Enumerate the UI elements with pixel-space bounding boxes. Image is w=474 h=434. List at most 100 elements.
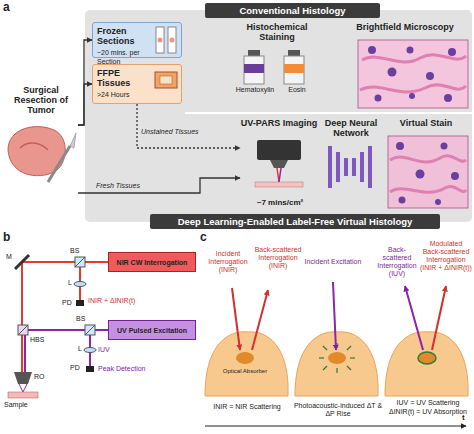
nucleus (375, 95, 382, 102)
scalpel-blade (70, 133, 76, 148)
scalpel-handle (48, 146, 70, 182)
section-header: Conventional Histology (205, 3, 380, 18)
tissue-cassette (155, 72, 177, 88)
optical-absorber (328, 352, 346, 364)
panel-background (85, 10, 472, 222)
panel-letter: a (3, 1, 15, 15)
mirror (15, 255, 29, 269)
node-title: Deep Neural Network (322, 118, 380, 138)
caption-note: Photoacoustic-induced ΔT & ΔP Rise (292, 402, 384, 418)
nucleus (441, 143, 448, 150)
bottle-cap (248, 50, 260, 56)
harmonic-beam-splitter (18, 325, 28, 335)
source-node: Surgical Resection of Tumor (4, 85, 78, 205)
node-title: Brightfield Microscopy (356, 22, 454, 32)
photodiode (76, 300, 84, 306)
backscatter-arrow (252, 290, 268, 350)
lens (84, 348, 96, 353)
node-title: FFPE Tissues (97, 68, 151, 88)
ray (319, 357, 324, 358)
paraffin-block (160, 76, 172, 84)
part-label: L (68, 279, 78, 287)
layer-bar (344, 158, 348, 176)
bottle-cap (288, 50, 300, 56)
nucleus (409, 93, 415, 99)
flow-arrow (78, 40, 92, 125)
process-step: UV-PARS Imaging (240, 118, 318, 196)
optical-absorber (236, 352, 254, 364)
part-label: Sample (4, 401, 40, 409)
part-label: L (78, 345, 88, 353)
nucleus (407, 47, 414, 54)
glass-slide (156, 27, 164, 53)
nucleus (448, 48, 456, 56)
edge-label: Fresh Tissues (96, 182, 196, 190)
node-title: Deep Learning-Enabled Label-Free Virtual… (178, 216, 413, 227)
sample-slide (8, 392, 38, 398)
optical-absorber (418, 352, 436, 364)
time-axis (205, 425, 466, 426)
beam-label: Incident Excitation (302, 258, 364, 266)
incident-arrow (232, 288, 240, 350)
excitation-arrow (333, 282, 336, 350)
section-spot (158, 38, 163, 43)
nucleus (399, 197, 406, 204)
image-frame (358, 40, 468, 108)
beam-splitter (75, 257, 85, 267)
tissue-streak (20, 143, 48, 150)
node-title: Conventional Histology (239, 5, 345, 16)
backscatter-arrow (405, 286, 423, 350)
flow-arrow (78, 178, 240, 193)
ray (323, 366, 327, 370)
panel-letter: b (3, 231, 15, 245)
node-title: UV Pulsed Excitation (117, 327, 187, 334)
brightfield-image (358, 40, 468, 108)
beam-label: Incident Interrogation (INIR) (203, 250, 253, 274)
nucleus (426, 72, 434, 80)
beam-label: Modulated Back-scattered Interrogation (… (420, 240, 472, 272)
laser-source-box: NIR CW Interrogation (108, 252, 196, 272)
part-label: PD (70, 364, 86, 372)
stroma (362, 55, 466, 62)
part-label: Optical Absorber (216, 368, 274, 375)
axis-label: t (462, 413, 472, 422)
layer-bar (328, 146, 332, 188)
ray (323, 346, 327, 350)
edge-label: Unstained Tissues (141, 128, 221, 136)
nucleus (416, 170, 425, 179)
flow-arrow (78, 84, 92, 125)
part-label: BS (76, 315, 94, 323)
node-title: Virtual Stain (400, 118, 452, 128)
laser-source-box: UV Pulsed Excitation (108, 320, 196, 340)
layer-bar (360, 152, 364, 182)
stroma (390, 156, 466, 162)
reagent-name: Eosin (280, 86, 314, 94)
node-title: NIR CW Interrogation (117, 259, 188, 266)
reagent-name: Hematoxylin (230, 86, 280, 94)
beam-splitter-face (18, 325, 28, 335)
panel-letter: c (200, 231, 212, 245)
signal-label: Peak Detection (98, 365, 168, 373)
pressure-rays (319, 343, 355, 373)
caption-note: INIR = NIR Scattering (203, 403, 291, 411)
nir-beam (22, 262, 110, 372)
part-label: PD (62, 299, 78, 307)
part-label: BS (70, 247, 88, 255)
nucleus (451, 172, 459, 180)
nucleus (388, 68, 397, 77)
imaging-device (257, 140, 301, 160)
process-step: Histochemical Staining (232, 22, 322, 84)
node-title: Histochemical Staining (232, 22, 322, 42)
part-label: HBS (30, 336, 54, 344)
modulated-arrow (432, 286, 446, 350)
beam-splitter (85, 325, 95, 335)
part-label: M (6, 253, 20, 261)
beam-splitter-face (85, 325, 95, 335)
beam-splitter-face (75, 257, 85, 267)
signal-label: IUV (98, 346, 118, 354)
photodiode (86, 366, 94, 372)
tissue-region (205, 332, 288, 396)
ray (347, 366, 351, 370)
layer-bar (368, 146, 372, 188)
nucleus (444, 94, 452, 102)
